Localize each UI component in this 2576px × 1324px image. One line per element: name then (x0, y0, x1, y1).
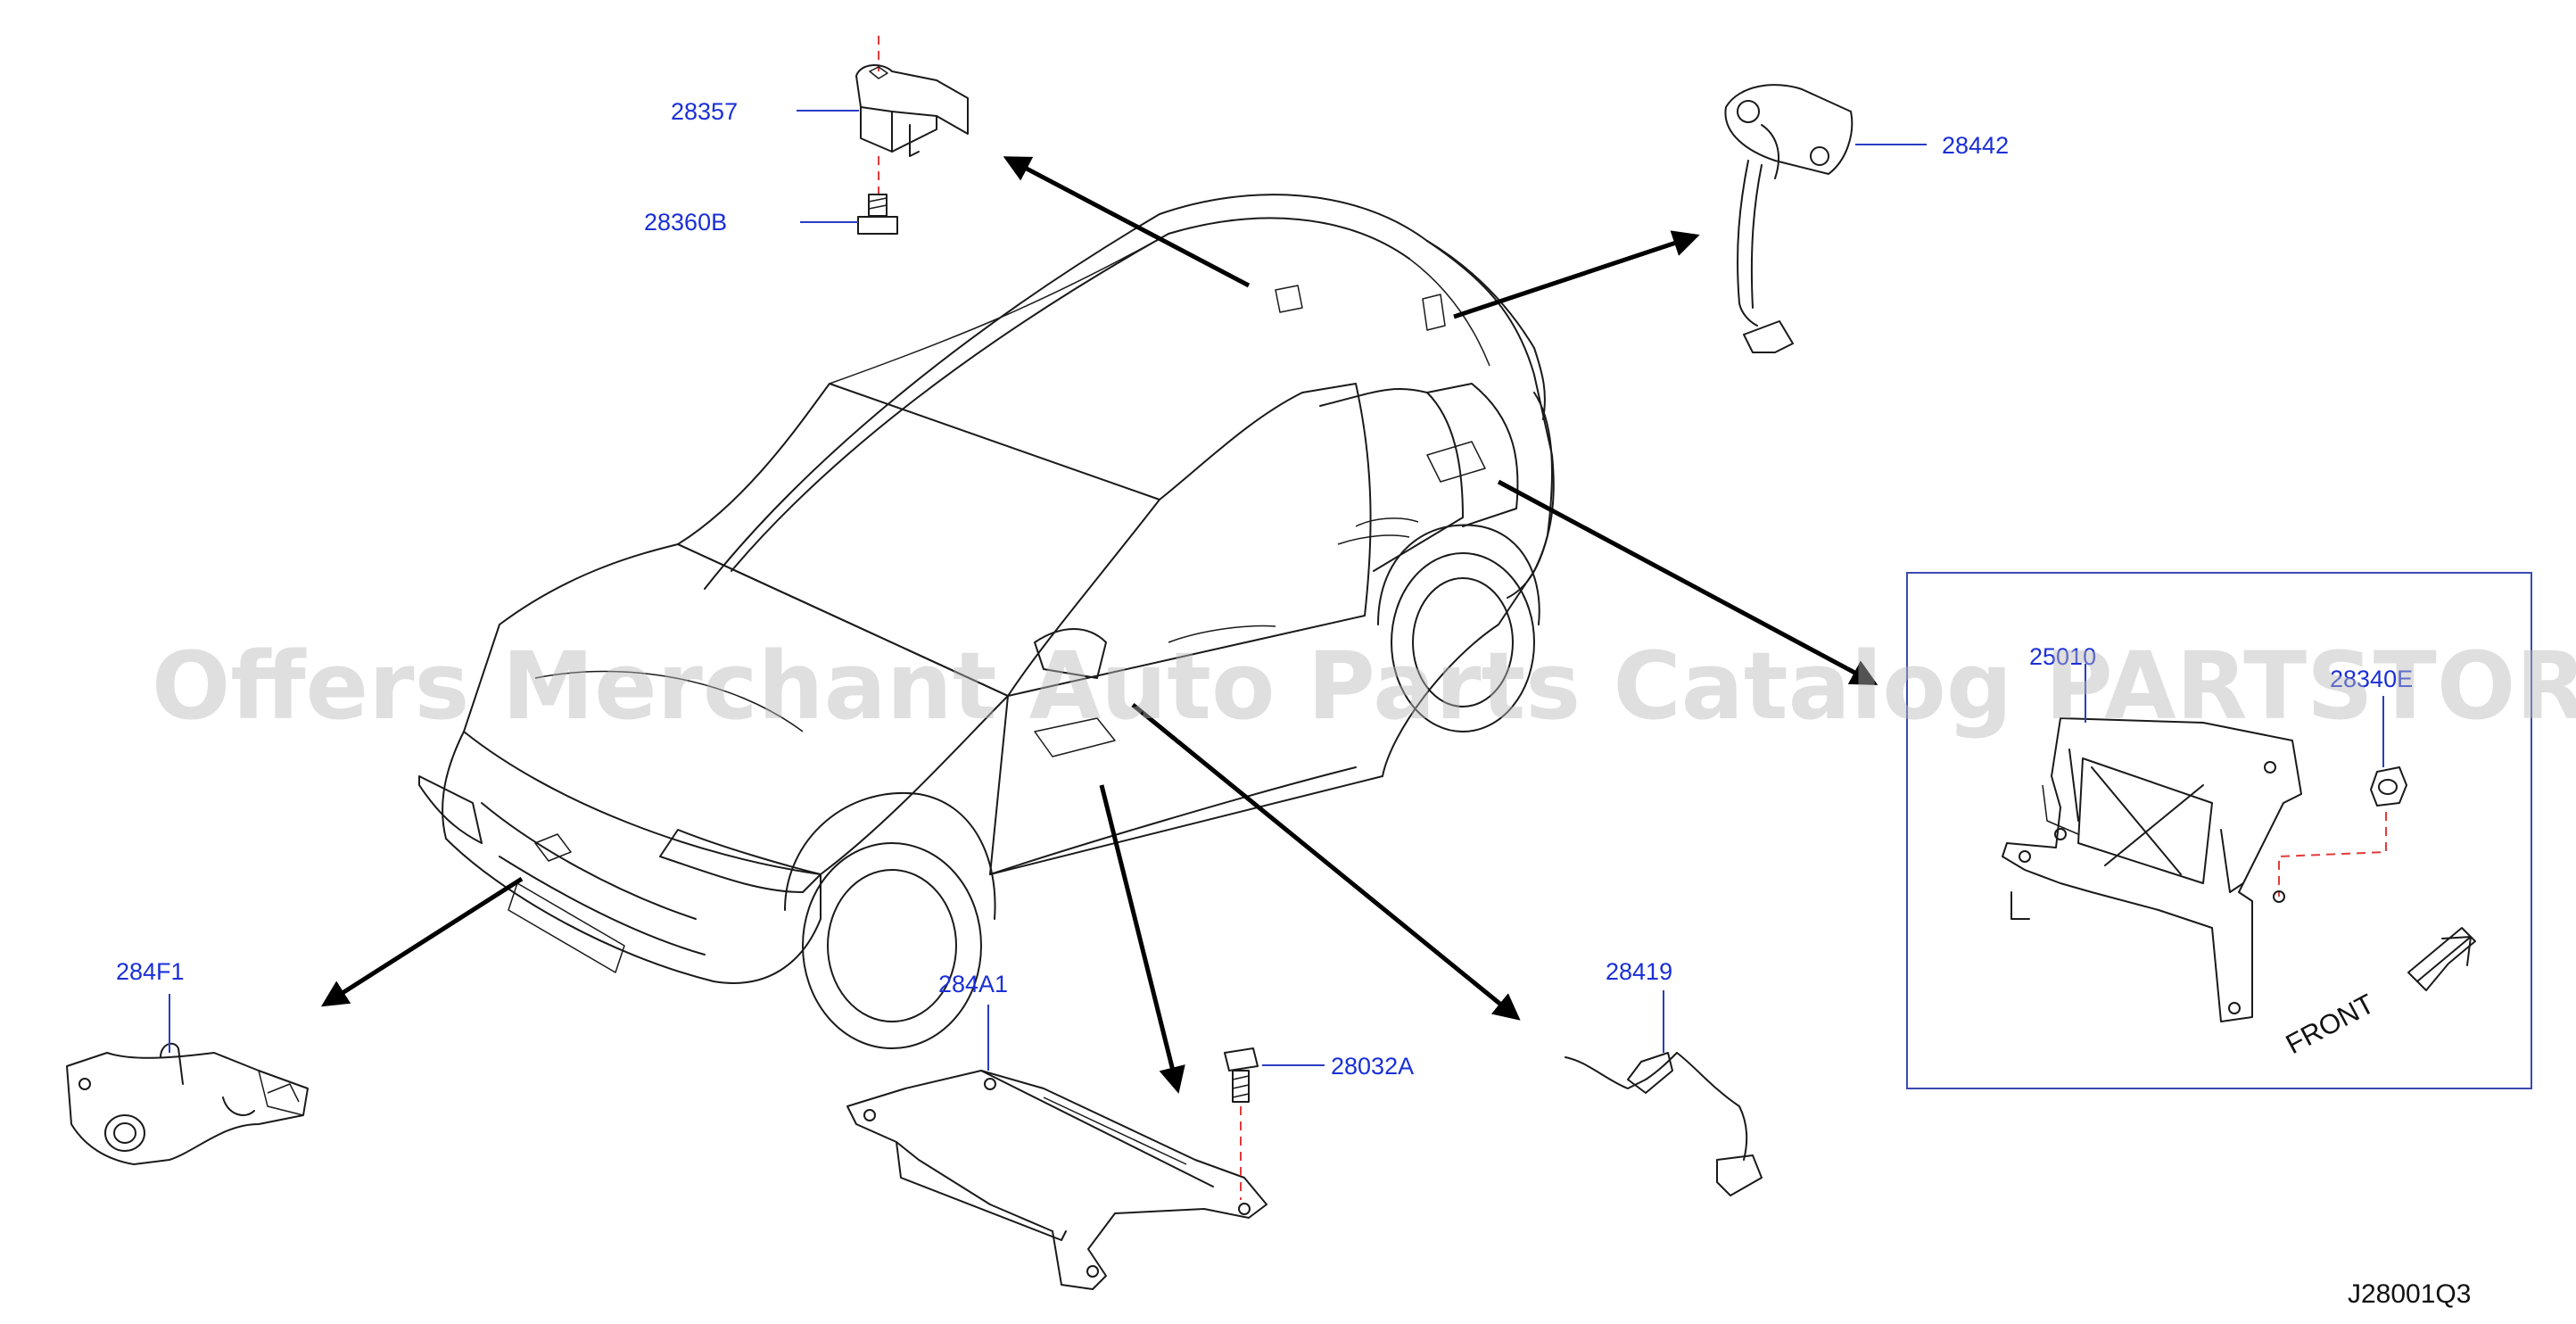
part-label-inset-left[interactable]: 25010 (2029, 643, 2096, 670)
part-284F1-drawing (66, 1042, 309, 1165)
part-label-28360B[interactable]: 28360B (644, 209, 727, 236)
part-28032A-drawing (1224, 1047, 1259, 1200)
watermark-text: Offers Merchant Auto Parts Catalog PARTS… (152, 632, 2576, 741)
inset-nut-drawing (2273, 766, 2407, 903)
part-28419-drawing (1565, 1052, 1763, 1196)
part-label-28032A[interactable]: 28032A (1331, 1053, 1414, 1080)
part-28360B-drawing (857, 194, 898, 235)
vehicle-outline (418, 194, 1555, 1049)
inset-box (1906, 572, 2532, 1089)
front-arrow-icon (2407, 927, 2476, 991)
part-28442-drawing (1724, 84, 1854, 353)
part-label-inset-right[interactable]: 28340E (2330, 666, 2413, 692)
part-label-28442[interactable]: 28442 (1942, 132, 2009, 159)
front-label: FRONT (2281, 988, 2380, 1060)
diagram-code: J28001Q3 (2348, 1279, 2471, 1309)
part-label-28357[interactable]: 28357 (671, 98, 738, 125)
part-284A1-drawing (846, 1070, 1267, 1290)
inset-bracket-drawing (2002, 717, 2302, 1022)
part-28357-drawing (855, 36, 969, 196)
part-label-28419[interactable]: 28419 (1606, 958, 1672, 985)
part-label-284A1[interactable]: 284A1 (938, 971, 1008, 997)
callout-arrows (320, 156, 1878, 1094)
part-label-284F1[interactable]: 284F1 (116, 958, 185, 985)
